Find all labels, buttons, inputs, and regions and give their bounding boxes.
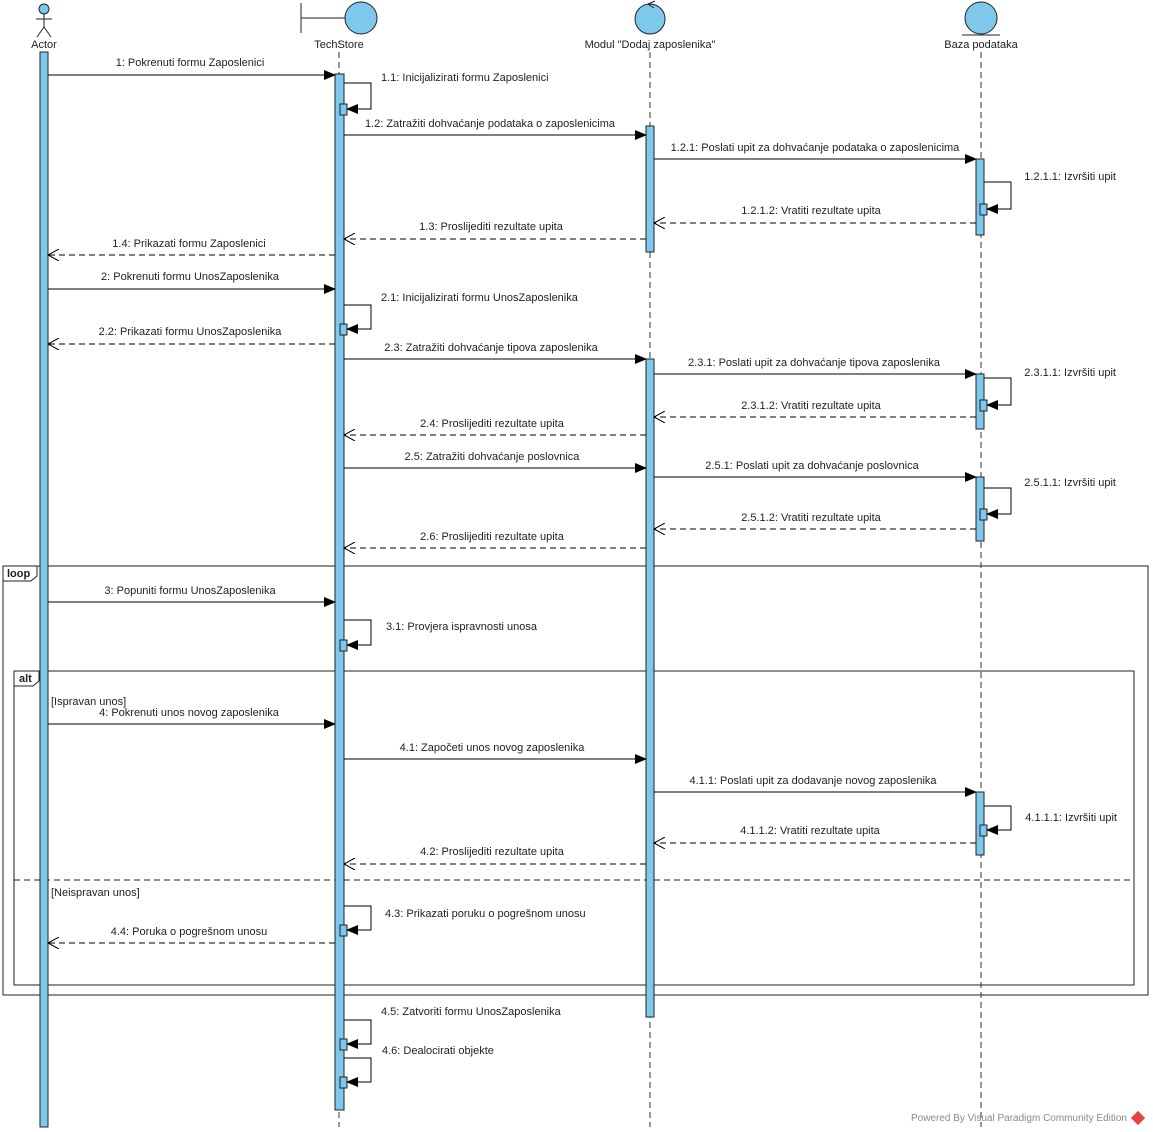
message-2: 1.1: Inicijalizirati formu Zaposlenici — [344, 72, 549, 114]
message-7: 1.3: Proslijediti rezultate upita — [344, 221, 646, 239]
message-28: 4.1.1.2: Vratiti rezultate upita — [654, 825, 976, 843]
message-label: 1.1: Inicijalizirati formu Zaposlenici — [381, 72, 549, 84]
loop-fragment-tag: loop — [7, 568, 30, 580]
message-19: 2.5.1.1: Izvršiti upit — [984, 477, 1116, 519]
alt-fragment: alt [Ispravan unos] [Neispravan unos] — [13, 670, 1135, 986]
message-9: 2: Pokrenuti formu UnosZaposlenika — [48, 271, 336, 294]
message-label: 2.2: Prikazati formu UnosZaposlenika — [99, 326, 283, 338]
message-label: 2.1: Inicijalizirati formu UnosZaposleni… — [381, 292, 579, 304]
message-label: 1.3: Proslijediti rezultate upita — [419, 221, 564, 233]
message-label: 4.1.1: Poslati upit za dodavanje novog z… — [689, 775, 937, 787]
footer-text: Powered By Visual Paradigm Community Edi… — [910, 1113, 1127, 1124]
self-call-arrow — [344, 619, 372, 650]
message-label: 1.2.1: Poslati upit za dohvaćanje podata… — [671, 142, 961, 154]
message-label: 4.1.1.2: Vratiti rezultate upita — [740, 825, 880, 837]
message-12: 2.3: Zatražiti dohvaćanje tipova zaposle… — [344, 342, 647, 364]
self-call-arrow — [984, 181, 1012, 214]
self-call-arrow — [344, 304, 372, 334]
message-label: 4.3: Prikazati poruku o pogrešnom unosu — [385, 908, 586, 920]
message-23: 3.1: Provjera ispravnosti unosa — [344, 619, 538, 650]
message-15: 2.3.1.2: Vratiti rezultate upita — [654, 400, 976, 417]
message-3: 1.2: Zatražiti dohvaćanje podataka o zap… — [344, 118, 647, 140]
message-16: 2.4: Proslijediti rezultate upita — [344, 418, 646, 435]
message-label: 1.2.1.2: Vratiti rezultate upita — [741, 205, 881, 217]
message-24: 4: Pokrenuti unos novog zaposlenika — [48, 707, 336, 729]
message-label: 2.3.1.2: Vratiti rezultate upita — [741, 400, 881, 412]
message-label: 2.5: Zatražiti dohvaćanje poslovnica — [405, 451, 581, 463]
message-27: 4.1.1.1: Izvršiti upit — [984, 805, 1117, 835]
message-label: 3.1: Provjera ispravnosti unosa — [386, 621, 538, 633]
loop-fragment: loop — [2, 565, 1149, 996]
message-label: 2.5.1.1: Izvršiti upit — [1024, 477, 1116, 489]
self-call-arrow — [344, 905, 372, 935]
message-label: 4.1.1.1: Izvršiti upit — [1025, 812, 1117, 824]
message-6: 1.2.1.2: Vratiti rezultate upita — [654, 205, 976, 223]
activation-bars — [39, 51, 988, 1128]
message-32: 4.5: Zatvoriti formu UnosZaposlenika — [344, 1006, 562, 1049]
message-label: 4.1: Započeti unos novog zaposlenika — [400, 742, 586, 754]
entity-icon — [962, 1, 1000, 36]
self-call-arrow — [344, 82, 372, 114]
lifeline-modul-label: Modul "Dodaj zaposlenika" — [585, 39, 716, 51]
message-label: 2.3.1.1: Izvršiti upit — [1024, 367, 1116, 379]
self-call-arrow — [344, 1019, 372, 1049]
lifeline-techstore-label: TechStore — [314, 39, 364, 51]
message-label: 4.5: Zatvoriti formu UnosZaposlenika — [381, 1006, 562, 1018]
message-label: 2.6: Proslijediti rezultate upita — [420, 531, 565, 543]
lifeline-actor-label: Actor — [31, 39, 57, 51]
boundary-icon — [300, 1, 378, 35]
self-call-arrow — [984, 487, 1012, 519]
message-17: 2.5: Zatražiti dohvaćanje poslovnica — [344, 451, 647, 473]
message-20: 2.5.1.2: Vratiti rezultate upita — [654, 512, 976, 529]
message-8: 1.4: Prikazati formu Zaposlenici — [48, 238, 335, 255]
visual-paradigm-logo-icon — [1130, 1111, 1146, 1126]
message-label: 2.3: Zatražiti dohvaćanje tipova zaposle… — [384, 342, 598, 354]
message-label: 3: Popuniti formu UnosZaposlenika — [104, 585, 276, 597]
message-18: 2.5.1: Poslati upit za dohvaćanje poslov… — [654, 460, 977, 482]
message-11: 2.2: Prikazati formu UnosZaposlenika — [48, 326, 335, 344]
message-30: 4.3: Prikazati poruku o pogrešnom unosu — [344, 905, 586, 935]
footer: Powered By Visual Paradigm Community Edi… — [910, 1111, 1146, 1126]
message-13: 2.3.1: Poslati upit za dohvaćanje tipova… — [654, 357, 977, 379]
message-29: 4.2: Proslijediti rezultate upita — [344, 846, 646, 864]
message-label: 4: Pokrenuti unos novog zaposlenika — [99, 707, 280, 719]
alt-fragment-tag: alt — [19, 673, 32, 685]
actor-icon — [36, 3, 52, 38]
message-label: 2.5.1: Poslati upit za dohvaćanje poslov… — [705, 460, 919, 472]
self-call-arrow — [344, 1057, 372, 1087]
message-label: 1.4: Prikazati formu Zaposlenici — [112, 238, 265, 250]
message-label: 4.4: Poruka o pogrešnom unosu — [111, 926, 268, 938]
self-call-arrow — [984, 805, 1012, 835]
message-4: 1.2.1: Poslati upit za dohvaćanje podata… — [654, 142, 977, 164]
message-label: 2.3.1: Poslati upit za dohvaćanje tipova… — [688, 357, 941, 369]
message-33: 4.6: Dealocirati objekte — [344, 1045, 494, 1087]
message-1: 1: Pokrenuti formu Zaposlenici — [48, 57, 336, 80]
alt-guard-valid: [Ispravan unos] — [51, 696, 126, 708]
control-icon — [634, 0, 666, 35]
message-label: 2: Pokrenuti formu UnosZaposlenika — [101, 271, 280, 283]
message-label: 1.2.1.1: Izvršiti upit — [1024, 171, 1116, 183]
message-label: 1: Pokrenuti formu Zaposlenici — [116, 57, 265, 69]
message-5: 1.2.1.1: Izvršiti upit — [984, 171, 1116, 214]
message-26: 4.1.1: Poslati upit za dodavanje novog z… — [654, 775, 977, 797]
message-label: 1.2: Zatražiti dohvaćanje podataka o zap… — [365, 118, 616, 130]
message-25: 4.1: Započeti unos novog zaposlenika — [344, 742, 647, 764]
message-label: 4.2: Proslijediti rezultate upita — [420, 846, 565, 858]
message-label: 4.6: Dealocirati objekte — [382, 1045, 494, 1057]
message-31: 4.4: Poruka o pogrešnom unosu — [48, 926, 335, 943]
message-14: 2.3.1.1: Izvršiti upit — [984, 367, 1116, 410]
lifeline-baza-label: Baza podataka — [944, 39, 1018, 51]
message-10: 2.1: Inicijalizirati formu UnosZaposleni… — [344, 292, 579, 334]
message-label: 2.5.1.2: Vratiti rezultate upita — [741, 512, 881, 524]
message-21: 2.6: Proslijediti rezultate upita — [344, 531, 646, 548]
message-label: 2.4: Proslijediti rezultate upita — [420, 418, 565, 430]
message-22: 3: Popuniti formu UnosZaposlenika — [48, 585, 336, 607]
messages: 1: Pokrenuti formu Zaposlenici 1.1: Inici… — [48, 57, 1117, 1087]
self-call-arrow — [984, 377, 1012, 410]
alt-guard-invalid: [Neispravan unos] — [51, 887, 140, 899]
